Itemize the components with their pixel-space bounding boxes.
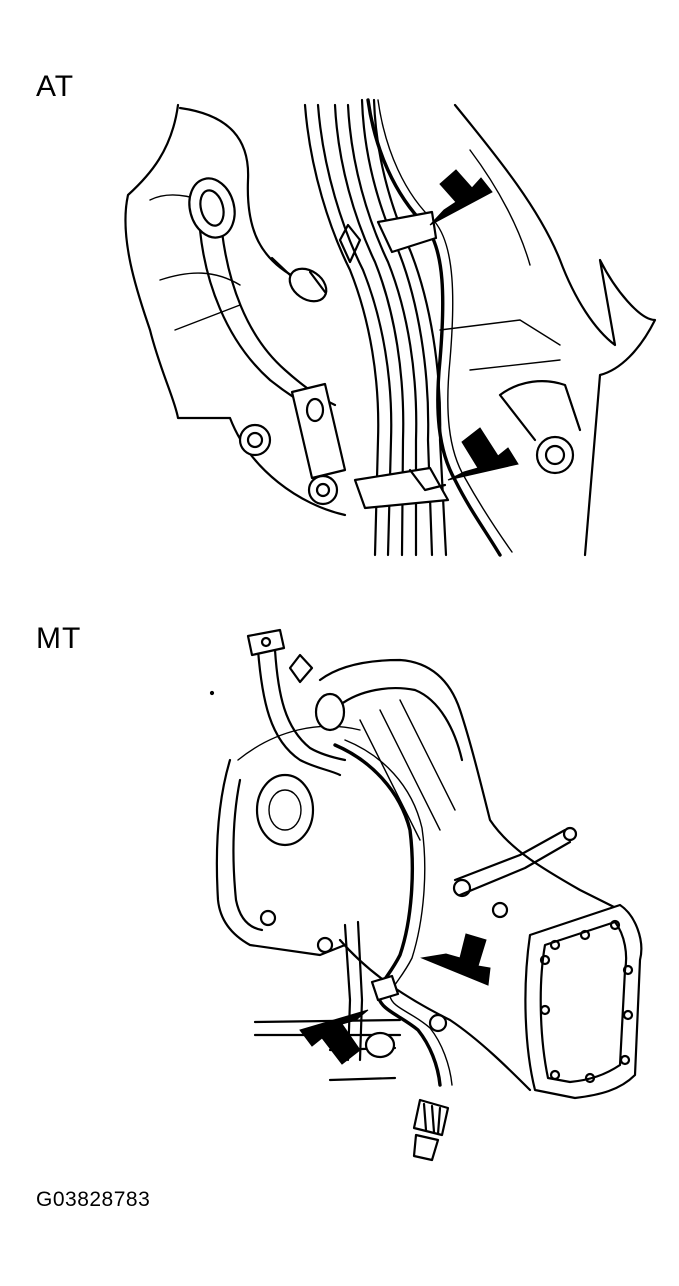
- at-housing-outline: [124, 103, 347, 517]
- figure-code: G03828783: [36, 1188, 151, 1211]
- mt-cover-bolts: [539, 919, 634, 1084]
- at-mount-hole-right: [535, 435, 575, 475]
- mt-arrow-left: [299, 1009, 369, 1065]
- at-arrow-upper: [429, 169, 493, 226]
- mt-bracket-arm: [453, 828, 572, 897]
- mt-rear-cover: [524, 903, 643, 1100]
- at-panel-label: AT: [36, 70, 75, 103]
- mt-illustration: [209, 628, 643, 1162]
- at-arrow-lower: [447, 427, 519, 481]
- mt-mount-hole-2: [316, 936, 334, 954]
- at-upper-clamp: [376, 210, 438, 254]
- mt-top-tube: [256, 648, 342, 777]
- mt-oxygen-sensor: [412, 1098, 450, 1162]
- at-housing-right: [453, 103, 657, 557]
- mt-sensor-wire: [333, 743, 442, 1087]
- at-wire-harness: [366, 98, 502, 557]
- at-illustration: [124, 98, 657, 557]
- at-bracket-plate: [290, 382, 347, 480]
- mt-arrow-right: [420, 933, 491, 986]
- mt-mount-hole-3: [428, 1013, 448, 1033]
- at-dipstick-handle: [188, 177, 236, 239]
- mt-wire-clamp: [370, 974, 400, 1002]
- mt-tube-flange: [246, 628, 286, 657]
- mt-boss: [314, 692, 346, 732]
- at-bolt-boss: [288, 267, 328, 303]
- at-mount-hole-lower: [307, 474, 339, 506]
- mt-housing-opening: [255, 773, 315, 847]
- mt-mount-hole-4: [491, 901, 509, 919]
- at-housing-ribs-right: [439, 149, 561, 371]
- at-housing-upper: [178, 106, 302, 282]
- at-pipe-bundle: [303, 98, 448, 557]
- mt-mount-hole-1: [259, 909, 277, 927]
- at-lower-clamp: [353, 466, 450, 510]
- mt-bell-housing: [215, 758, 347, 957]
- mt-panel-label: MT: [36, 622, 82, 655]
- mt-case-outline: [318, 658, 622, 912]
- at-mount-hole-left: [238, 423, 272, 457]
